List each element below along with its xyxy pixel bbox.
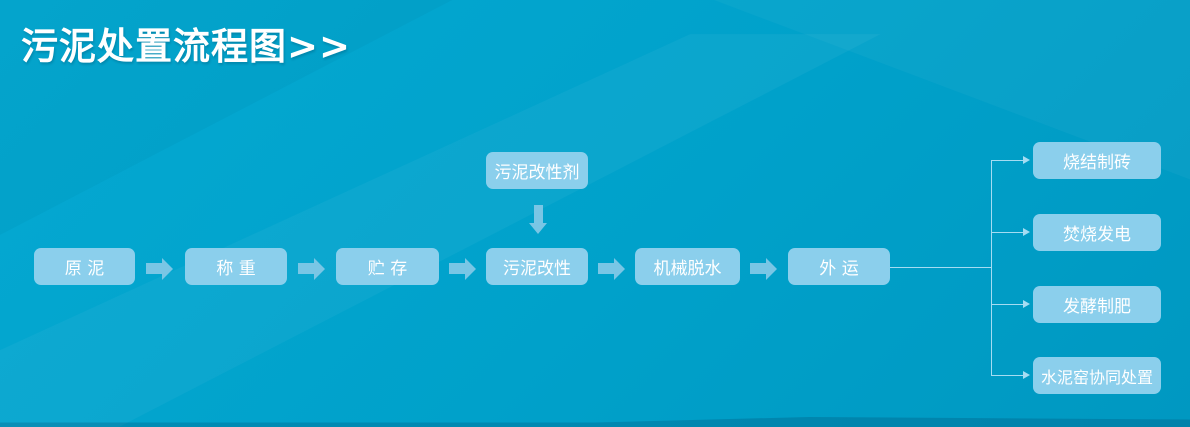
branch-connector-line [991,375,1023,376]
branch-node-fermentation-fertilizer: 发酵制肥 [1033,286,1161,323]
thin-arrow-right-icon [1023,371,1030,379]
connector-line-outbound [890,267,991,268]
flow-node-mechanical-dewatering: 机械脱水 [635,248,740,285]
flow-node-sludge-modification: 污泥改性 [486,248,588,285]
connector-line-vertical [991,160,992,376]
thin-arrow-right-icon [1023,156,1030,164]
branch-node-incineration-power: 焚烧发电 [1033,214,1161,251]
branch-node-sintered-brick: 烧结制砖 [1033,142,1161,179]
flow-node-sludge-modifier-agent: 污泥改性剂 [486,152,588,189]
branch-node-cement-kiln-codisposal: 水泥窑协同处置 [1033,357,1161,394]
flow-node-raw-sludge: 原 泥 [34,248,135,285]
flow-node-weighing: 称 重 [185,248,287,285]
arrow-right-icon [750,257,777,280]
page-title: 污泥处置流程图>> [21,25,352,68]
thin-arrow-right-icon [1023,300,1030,308]
bottom-accent-strip [0,417,1190,427]
arrow-right-icon [146,257,173,280]
arrow-right-icon [298,257,325,280]
arrow-down-icon [529,205,547,234]
branch-connector-line [991,304,1023,305]
flow-node-storage: 贮 存 [336,248,439,285]
arrow-right-icon [449,257,476,280]
arrow-right-icon [598,257,625,280]
branch-connector-line [991,160,1023,161]
thin-arrow-right-icon [1023,228,1030,236]
branch-connector-line [991,232,1023,233]
flow-node-outbound-transport: 外 运 [788,248,890,285]
